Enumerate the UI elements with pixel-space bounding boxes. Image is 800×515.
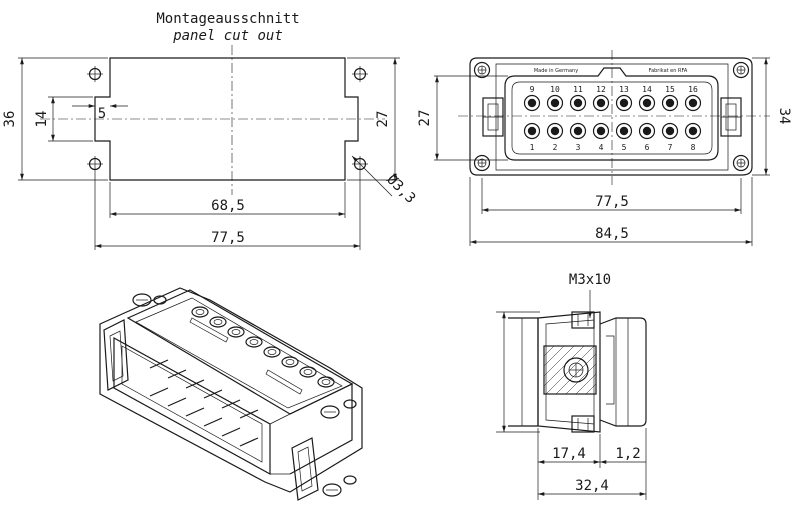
title-english: panel cut out [172, 28, 283, 44]
iso-body-outline [99, 287, 363, 493]
dim-front-height-left: 27 [417, 110, 433, 127]
contact-pin-core-3 [573, 126, 583, 136]
iso-screws [132, 293, 357, 497]
dim-front-height-right: 34 [776, 108, 792, 125]
side-latch [543, 345, 597, 395]
bottom_pins-label-8: 8 [691, 143, 696, 152]
contact-pin-core-15 [665, 98, 675, 108]
dim-hole-diameter: Ø3,3 [383, 172, 418, 207]
iso-cavity-pins [149, 359, 259, 447]
contact-pin-core-2 [550, 126, 560, 136]
dim-panel-offset: 5 [98, 106, 106, 122]
bottom_pins-label-5: 5 [622, 143, 627, 152]
dim-side-width-total: 32,4 [575, 478, 609, 494]
title-german: Montageausschnitt [156, 11, 299, 27]
dim-panel-width-inner: 68,5 [211, 198, 245, 214]
contact-pin-core-5 [619, 126, 629, 136]
top_pins-label-15: 15 [665, 85, 675, 94]
contact-pin-core-14 [642, 98, 652, 108]
bottom_pins-label-3: 3 [576, 143, 581, 152]
contact-pin-core-16 [688, 98, 698, 108]
contact-pin-core-10 [550, 98, 560, 108]
drawing-title: Montageausschnitt panel cut out [156, 11, 299, 44]
bottom_pins-label-2: 2 [553, 143, 558, 152]
contact-pin-core-11 [573, 98, 583, 108]
top_pins-label-13: 13 [619, 85, 629, 94]
dim-side-width-a: 17,4 [552, 446, 586, 462]
connector-side-view: M3x10 [496, 272, 647, 500]
top_pins-label-9: 9 [530, 85, 535, 94]
contact-pin-core-1 [527, 126, 537, 136]
dim-panel-inner-height: 14 [34, 111, 50, 128]
front-flange [469, 57, 753, 176]
contact-pin-core-13 [619, 98, 629, 108]
contact-pin-core-4 [596, 126, 606, 136]
top_pins-label-11: 11 [573, 85, 583, 94]
insert-housing [504, 67, 719, 161]
dim-panel-height: 36 [2, 111, 18, 128]
contact-pin-core-7 [665, 126, 675, 136]
panel-cutout-view: 36 14 5 27 Ø3,3 68,5 77,5 [2, 45, 418, 250]
contact-pin-core-12 [596, 98, 606, 108]
dim-panel-side-height: 27 [375, 111, 391, 128]
label-fabrikat: Fabrikat en RFA [649, 68, 688, 74]
connector-isometric-view [99, 287, 363, 501]
top_pins-label-12: 12 [596, 85, 606, 94]
top_pins-label-16: 16 [688, 85, 698, 94]
corner-screws [473, 61, 750, 172]
label-made-in-germany: Made in Germany [534, 68, 578, 74]
dim-side-width-b: 1,2 [615, 446, 640, 462]
bottom_pins-label-1: 1 [530, 143, 535, 152]
top_pins-label-14: 14 [642, 85, 652, 94]
top_pins-label-10: 10 [550, 85, 560, 94]
dim-panel-width-outer: 77,5 [211, 230, 245, 246]
contact-pin-core-8 [688, 126, 698, 136]
cutout-outline [94, 57, 359, 181]
bottom_pins-label-6: 6 [645, 143, 650, 152]
contact-pin-core-6 [642, 126, 652, 136]
dim-front-width-inner: 77,5 [595, 194, 629, 210]
bottom_pins-label-4: 4 [599, 143, 604, 152]
dim-screw-size: M3x10 [569, 272, 611, 288]
contact-pin-core-9 [527, 98, 537, 108]
locking-latches [482, 97, 742, 137]
iso-top-contacts [191, 306, 335, 388]
dim-front-width-outer: 84,5 [595, 226, 629, 242]
bottom_pins-label-7: 7 [668, 143, 673, 152]
side-insert [599, 317, 647, 427]
